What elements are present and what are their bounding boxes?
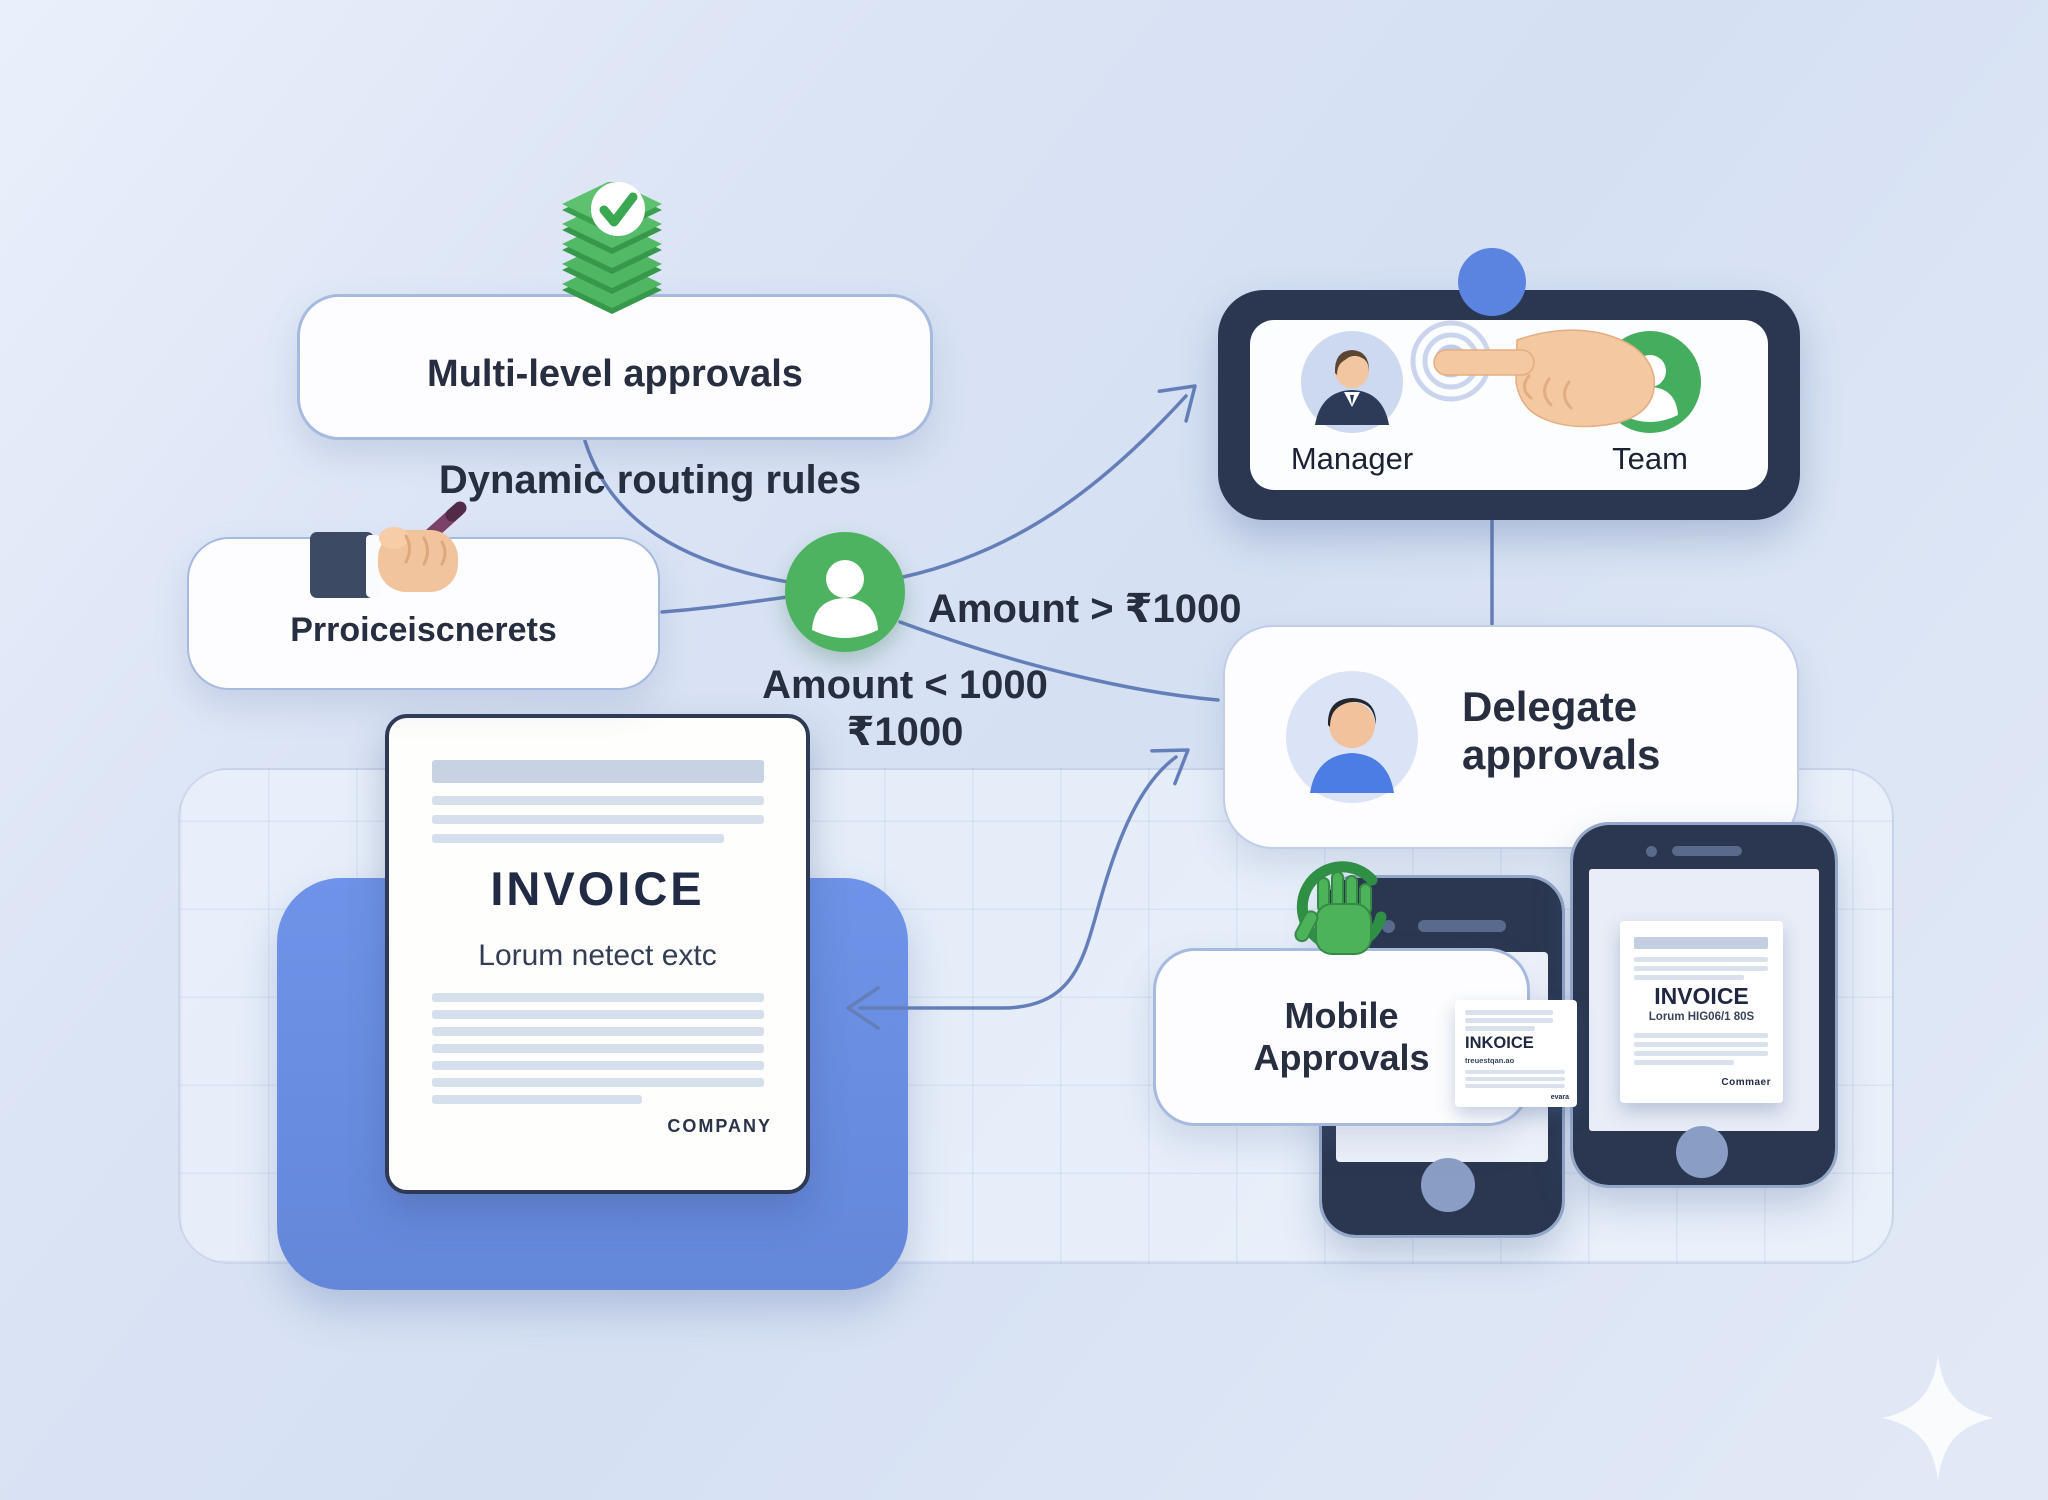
phone-invoice-document: INVOICE Lorum HIG06/1 80S Commaer [1620, 921, 1783, 1103]
manager-label: Manager [1290, 441, 1414, 476]
signature-hand-icon [310, 501, 467, 598]
connector-router-to-delegate [898, 620, 1220, 702]
pointing-hand-icon [1433, 329, 1656, 428]
amount-high-label: Amount > ₹1000 [928, 587, 1242, 631]
sparkle-icon [1882, 1356, 1994, 1480]
small-invoice-footer: evara [1550, 1094, 1569, 1101]
small-invoice-subtitle: treuestqan.ao [1465, 1056, 1515, 1065]
phone-left-home-button [1421, 1158, 1475, 1212]
amount-low-line2: ₹1000 [846, 710, 964, 754]
user-avatar-icon [785, 532, 905, 652]
phone-invoice-footer: Commaer [1721, 1077, 1771, 1088]
process-label: Prroiceiscnerets [290, 611, 557, 649]
invoice-subtitle: Lorum netect extc [478, 939, 717, 972]
multi-level-approvals-label: Multi-level approvals [427, 352, 803, 395]
manager-avatar-icon [1301, 331, 1403, 433]
arrowhead-to-invoice [846, 986, 880, 1030]
arrowhead-to-delegate [1150, 748, 1190, 786]
node-process: Prroiceiscnerets [187, 537, 660, 690]
phone-invoice-subtitle: Lorum HIG06/1 80S [1648, 1011, 1755, 1023]
phone-left-speaker [1418, 920, 1506, 932]
dynamic-routing-label: Dynamic routing rules [438, 458, 862, 502]
mobile-line2: Approvals [1253, 1037, 1430, 1078]
phone-right-home-button [1676, 1126, 1728, 1178]
delegate-avatar-icon [1286, 671, 1418, 803]
node-multi-level-approvals: Multi-level approvals [297, 294, 933, 440]
connector-router-to-tablet [901, 394, 1188, 579]
phone-invoice-title: INVOICE [1654, 983, 1749, 1009]
delegate-line2: approvals [1462, 731, 1661, 778]
approve-hand-icon [1294, 861, 1387, 955]
mobile-line1: Mobile [1284, 995, 1399, 1036]
small-invoice-title: INKOICE [1465, 1034, 1534, 1052]
phone-right-camera-icon [1646, 846, 1657, 857]
connector-process-to-router [660, 595, 790, 614]
amount-low-label: Amount < 1000 ₹1000 [735, 662, 1075, 756]
arrowhead-to-tablet [1157, 384, 1197, 423]
invoice-header-bar [432, 760, 764, 783]
approval-stack-icon [562, 182, 662, 314]
tablet-top-dot [1458, 248, 1526, 316]
small-invoice-document: INKOICE treuestqan.ao evara [1455, 1000, 1577, 1107]
node-delegate-approvals: Delegate approvals [1223, 625, 1799, 849]
delegate-approvals-label: Delegate approvals [1462, 683, 1660, 779]
team-label: Team [1612, 441, 1688, 476]
invoice-company-label: COMPANY [667, 1116, 772, 1136]
connector-multilevel-to-router [583, 439, 802, 586]
phone-right-speaker [1672, 846, 1742, 856]
invoice-title: INVOICE [490, 862, 705, 915]
phone-left-camera-icon [1382, 920, 1395, 933]
amount-low-line1: Amount < 1000 [762, 663, 1048, 707]
connector-invoice-to-delegate [858, 755, 1178, 1010]
invoice-document: INVOICE Lorum netect extc COMPANY [385, 714, 810, 1194]
delegate-line1: Delegate [1462, 683, 1638, 730]
